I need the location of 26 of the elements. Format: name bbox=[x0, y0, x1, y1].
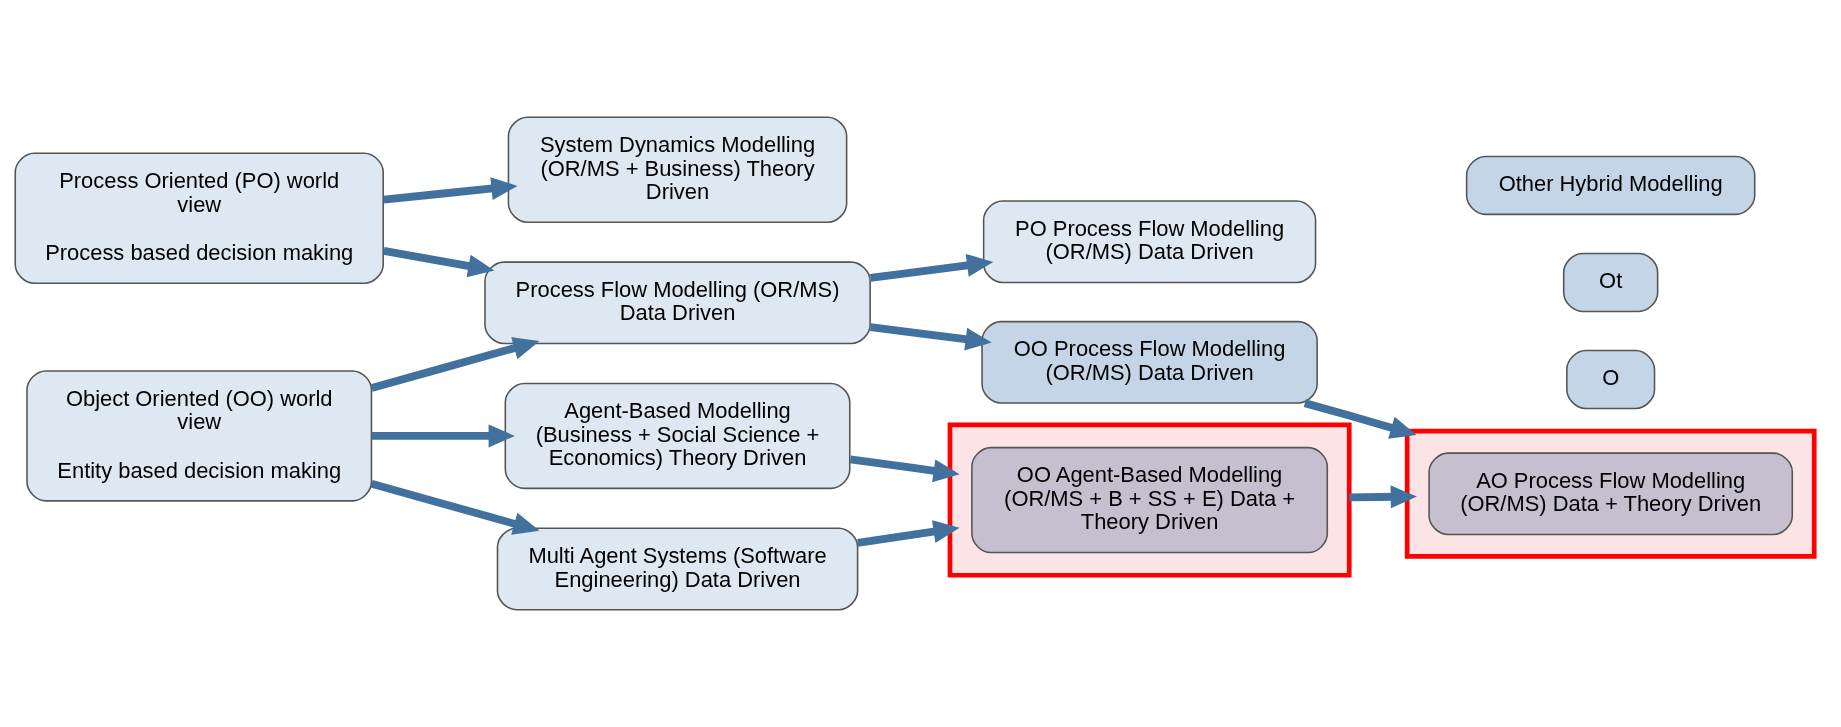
arrow bbox=[856, 520, 960, 547]
node-box: Agent-Based Modelling (Business + Social Science + Economics) Theory Driven bbox=[504, 382, 851, 490]
arrow bbox=[371, 424, 515, 448]
arrow bbox=[849, 455, 960, 483]
arrow bbox=[382, 177, 518, 204]
arrow bbox=[869, 253, 993, 282]
node-box: Process Flow Modelling (OR/MS) Data Driven bbox=[483, 261, 871, 345]
arrow bbox=[1303, 399, 1416, 439]
cluster bbox=[947, 422, 1352, 578]
cluster bbox=[1404, 428, 1817, 559]
arrow bbox=[370, 480, 540, 535]
node-box: Object Oriented (OO) world view Entity based decision making bbox=[25, 370, 372, 502]
arrow bbox=[869, 323, 992, 351]
node-box: AO Process Flow Modelling (OR/MS) Data + Theory Driven bbox=[1427, 452, 1793, 536]
node-box: Other Hybrid Modelling bbox=[1465, 155, 1755, 216]
arrow bbox=[370, 337, 540, 392]
node-box: Process Oriented (PO) world view Process based decision making bbox=[13, 152, 384, 285]
arrow bbox=[382, 247, 494, 278]
node-box: Ot bbox=[1562, 252, 1658, 313]
arrow bbox=[1348, 485, 1417, 509]
node-box: O bbox=[1565, 349, 1655, 410]
node-box: Multi Agent Systems (Software Engineering) Data Driven bbox=[496, 527, 858, 611]
node-box: System Dynamics Modelling (OR/MS + Business) Theory Driven bbox=[507, 116, 847, 223]
node-box: OO Agent-Based Modelling (OR/MS + B + SS + E) Data + Theory Driven bbox=[970, 446, 1328, 554]
node-box: OO Process Flow Modelling (OR/MS) Data Driven bbox=[980, 320, 1318, 404]
node-box: PO Process Flow Modelling (OR/MS) Data Driven bbox=[982, 200, 1316, 284]
